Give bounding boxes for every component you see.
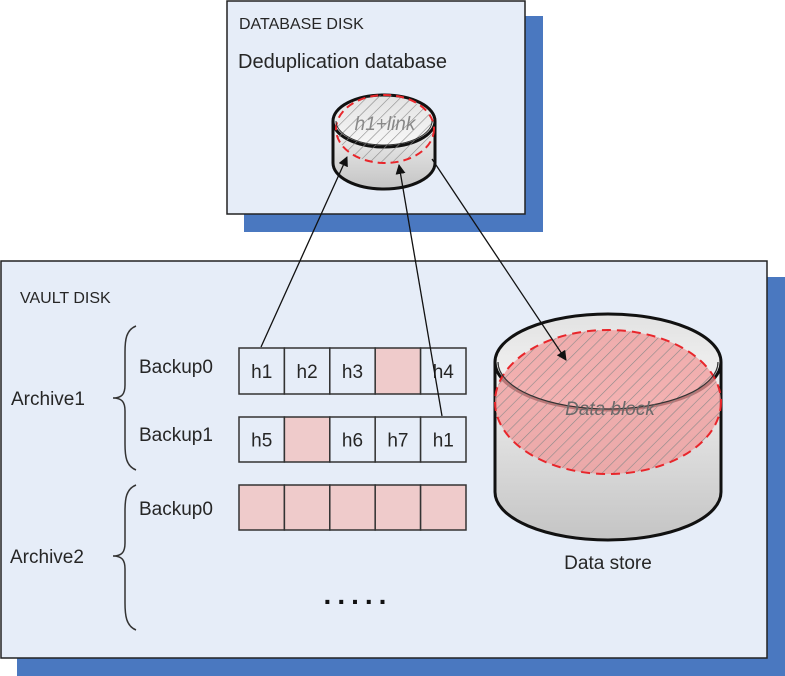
duplicate-block-cell bbox=[419, 484, 467, 531]
hash-block-cell bbox=[419, 347, 467, 395]
more-backups-ellipsis: ..... bbox=[324, 579, 393, 610]
hash-label: h3 bbox=[342, 362, 363, 383]
hash-label: h6 bbox=[342, 431, 363, 452]
archive1-backup1-blocks: h5 h6 h7 h1 bbox=[238, 416, 467, 463]
hash-label: h1 bbox=[433, 431, 454, 452]
arrow-h1-backup0-to-database bbox=[260, 156, 348, 348]
hash-block-cell bbox=[419, 416, 467, 463]
dedup-database-label: Deduplication database bbox=[238, 51, 447, 73]
database-disk-title: DATABASE DISK bbox=[239, 16, 364, 33]
archive2-backup0-label: Backup0 bbox=[139, 499, 213, 520]
hash-label: h1 bbox=[251, 362, 272, 383]
hash-label: h4 bbox=[433, 362, 455, 383]
hash-block-cell bbox=[283, 347, 331, 395]
vault-disk-title: VAULT DISK bbox=[20, 290, 111, 307]
archive1-backup1-label: Backup1 bbox=[139, 425, 213, 446]
archive2-brace bbox=[112, 484, 137, 631]
database-disk-panel: DATABASE DISK Deduplication database h1+… bbox=[226, 0, 543, 232]
archive1-label: Archive1 bbox=[11, 389, 85, 410]
hash-block-cell bbox=[238, 416, 286, 463]
duplicate-block-cell bbox=[374, 484, 422, 531]
hash-block-cell bbox=[329, 416, 376, 463]
duplicate-block-cell bbox=[283, 484, 331, 531]
hash-block-cell bbox=[329, 347, 376, 395]
archive2-backup0-blocks bbox=[238, 484, 467, 531]
duplicate-block-cell bbox=[329, 484, 376, 531]
data-store-label: Data store bbox=[564, 553, 652, 574]
hash-record-label: h1+link bbox=[355, 114, 417, 135]
dedup-database-cylinder: h1+link bbox=[331, 93, 437, 191]
duplicate-block-cell bbox=[238, 484, 286, 531]
hash-label: h2 bbox=[297, 362, 318, 383]
archive2-label: Archive2 bbox=[10, 547, 84, 568]
archive1-backup0-blocks: h1 h2 h3 h4 bbox=[238, 347, 467, 395]
arrow-database-to-data-block bbox=[431, 158, 567, 361]
archive1-backup0-label: Backup0 bbox=[139, 357, 213, 378]
hash-label: h5 bbox=[251, 431, 272, 452]
data-block-label: Data block bbox=[565, 399, 656, 420]
duplicate-block-cell bbox=[374, 347, 422, 395]
arrow-h1-backup1-to-database bbox=[395, 164, 443, 417]
archive1-brace bbox=[112, 325, 137, 471]
duplicate-block-cell bbox=[283, 416, 331, 463]
vault-disk-panel: VAULT DISK Archive1 Backup0 Backup1 Arch… bbox=[0, 260, 785, 676]
data-store-cylinder: Data block bbox=[493, 312, 723, 542]
hash-record-highlight bbox=[335, 94, 435, 164]
hash-label: h7 bbox=[387, 431, 408, 452]
